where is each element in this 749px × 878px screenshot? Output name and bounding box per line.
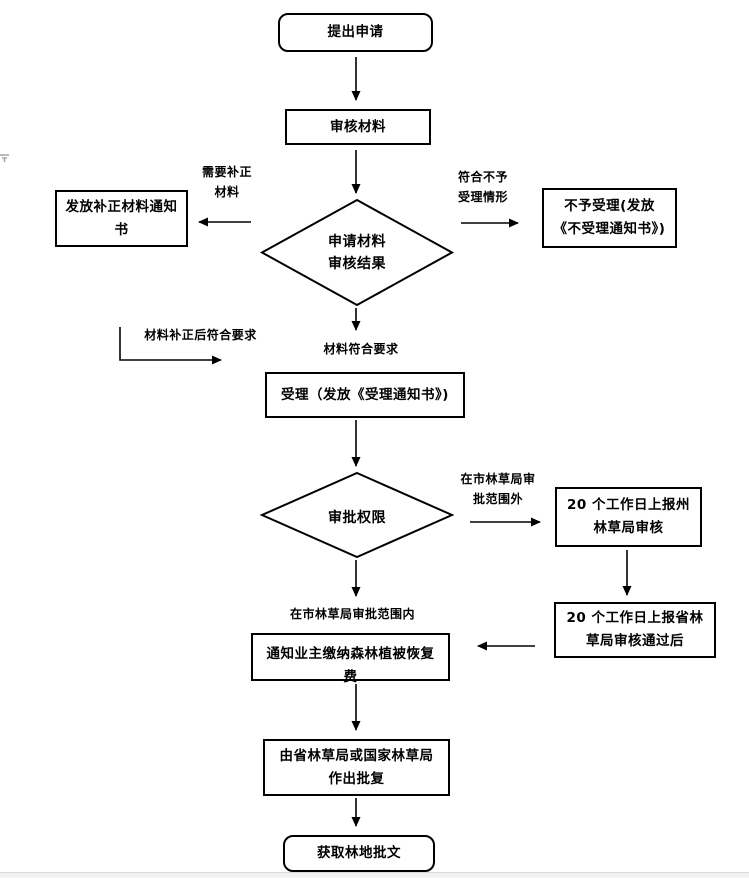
supplement-notice-box: 发放补正材料通知书 bbox=[55, 190, 188, 247]
edge-label-materials-ok-text: 材料符合要求 bbox=[323, 342, 399, 356]
bottom-window-band bbox=[0, 872, 749, 878]
edge-label-need-supplement-line2: 材料 bbox=[214, 185, 240, 199]
edge-label-outside-scope: 在市林草局审 批范围外 bbox=[448, 469, 548, 509]
final-approval-label: 由省林草局或国家林草局作出批复 bbox=[279, 747, 434, 787]
final-approval-box: 由省林草局或国家林草局作出批复 bbox=[263, 739, 450, 796]
materials-decision-line2: 审核结果 bbox=[328, 256, 386, 272]
arrow-supplemented-to-accept bbox=[119, 327, 222, 365]
end-node-label: 获取林地批文 bbox=[317, 845, 401, 861]
accept-box: 受理（发放《受理通知书》) bbox=[265, 372, 465, 418]
authority-decision-text: 审批权限 bbox=[297, 507, 417, 529]
accept-box-label: 受理（发放《受理通知书》) bbox=[281, 386, 449, 403]
edge-label-outside-scope-line1: 在市林草局审 bbox=[460, 472, 536, 486]
edge-label-outside-scope-line2: 批范围外 bbox=[472, 492, 523, 506]
reject-box-label: 不予受理(发放《不受理通知书》) bbox=[553, 198, 666, 237]
edge-label-reject-condition-line2: 受理情形 bbox=[457, 190, 508, 204]
start-node: 提出申请 bbox=[278, 13, 433, 52]
review-materials-label: 审核材料 bbox=[330, 118, 386, 135]
supplement-notice-label: 发放补正材料通知书 bbox=[65, 198, 178, 238]
edge-label-inside-scope-text: 在市林草局审批范围内 bbox=[289, 607, 415, 621]
province-review-label: 20 个工作日上报省林草局审核通过后 bbox=[566, 610, 704, 649]
edge-label-materials-ok: 材料符合要求 bbox=[286, 339, 436, 359]
reject-box: 不予受理(发放《不受理通知书》) bbox=[542, 188, 677, 248]
materials-decision-text: 申请材料 审核结果 bbox=[297, 231, 417, 275]
edge-label-reject-condition-line1: 符合不予 bbox=[457, 170, 508, 184]
review-materials-box: 审核材料 bbox=[285, 109, 431, 145]
edge-label-supplemented-ok: 材料补正后符合要求 bbox=[118, 325, 283, 345]
start-node-label: 提出申请 bbox=[327, 24, 384, 40]
edge-label-reject-condition: 符合不予 受理情形 bbox=[438, 167, 528, 207]
state-review-box: 20 个工作日上报州林草局审核 bbox=[555, 487, 702, 547]
materials-decision-diamond bbox=[259, 198, 455, 307]
edge-label-need-supplement-line1: 需要补正 bbox=[201, 165, 252, 179]
notify-fee-label: 通知业主缴纳森林植被恢复费 bbox=[266, 646, 435, 685]
state-review-label: 20 个工作日上报州林草局审核 bbox=[567, 497, 690, 536]
materials-decision-line1: 申请材料 bbox=[328, 234, 386, 250]
authority-decision-label: 审批权限 bbox=[328, 510, 386, 526]
edge-label-inside-scope: 在市林草局审批范围内 bbox=[270, 604, 435, 624]
page-edge-artifact bbox=[0, 154, 9, 162]
notify-fee-box: 通知业主缴纳森林植被恢复费 bbox=[251, 633, 450, 685]
edge-label-supplemented-ok-text: 材料补正后符合要求 bbox=[144, 328, 257, 342]
edge-label-need-supplement: 需要补正 材料 bbox=[182, 162, 272, 202]
province-review-box: 20 个工作日上报省林草局审核通过后 bbox=[554, 602, 716, 658]
end-node: 获取林地批文 bbox=[283, 835, 435, 872]
authority-decision-diamond bbox=[259, 471, 455, 559]
